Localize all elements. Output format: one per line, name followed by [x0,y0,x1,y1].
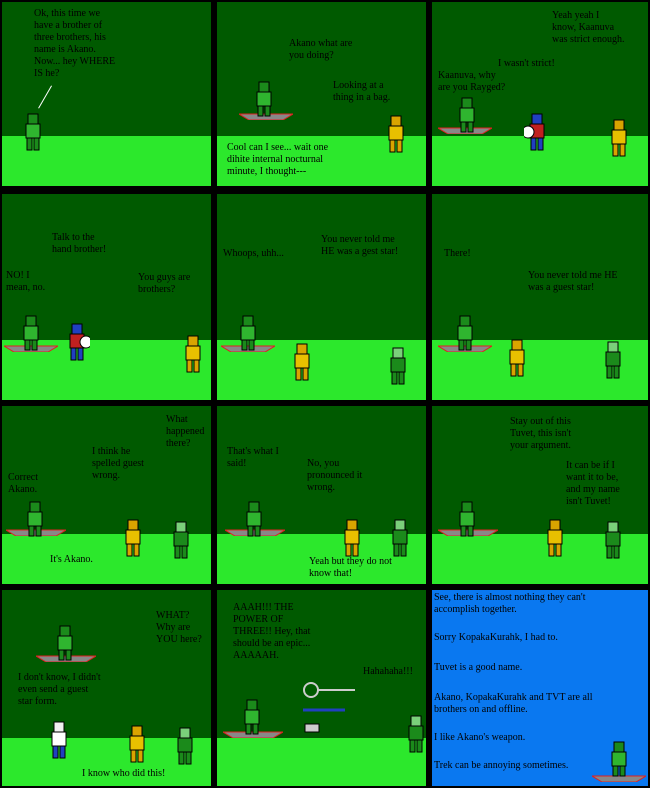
blue-figure [69,323,90,361]
akano-figure [23,315,39,351]
akano-figure [244,699,260,735]
note-weapon: I like Akano's weapon. [434,732,526,743]
speech-talk-hand: Talk to the hand brother! [52,232,107,255]
green-robot-figure [173,521,189,559]
akano-figure [457,315,473,351]
ground [217,738,426,786]
platform [239,113,293,120]
akano-figure [459,97,475,133]
speech-tail [38,85,52,109]
akano-figure [27,501,43,537]
blue-figure [524,113,545,151]
akano-figure [57,625,73,661]
platform [592,775,646,782]
green-robot-figure [605,341,621,379]
green-robot-figure [392,519,408,557]
speech-dont-know: Yeah but they do not know that! [309,556,392,579]
panel-4: Talk to the hand brother! NO! I mean, no… [2,194,211,400]
yellow-figure [547,519,563,557]
speech-looking-bag: Looking at a thing in a bag. [333,80,391,103]
speech-there: There! [444,248,471,259]
panel-1: Ok, this time we have a brother of three… [2,2,211,186]
yellow-figure [509,339,525,377]
speech-what-happened: What happened there? [166,414,205,449]
speech-whoops: Whoops, uhh... [223,248,284,259]
yellow-figure [129,725,145,763]
speech-brothers: You guys are brothers? [138,272,191,295]
yellow-figure [125,519,141,557]
akano-figure [246,501,262,537]
panel-3: Yeah yeah I know, Kaanuva was strict eno… [432,2,648,186]
ground [2,738,211,786]
yellow-figure [294,343,310,381]
panel-2: Akano what are you doing? Looking at a t… [217,2,426,186]
panel-9: Stay out of this Tuvet, this isn't your … [432,406,648,584]
speech-spelled-wrong: I think he spelled guest wrong. [92,446,144,481]
panel-11: AAAH!!! THE POWER OF THREE!! Hey, that s… [217,590,426,786]
speech-not-strict: I wasn't strict! [498,58,555,69]
platform [438,345,492,352]
platform [4,345,58,352]
speech-know-who: I know who did this! [82,768,166,779]
ground [217,534,426,584]
speech-yeah-yeah: Yeah yeah I know, Kaanuva was strict eno… [552,10,625,45]
panel-12: See, there is almost nothing they can't … [432,590,648,786]
yellow-figure [388,115,404,153]
akano-figure [256,81,272,117]
speech-what-why: WHAT? Why are YOU here? [156,610,202,645]
panel-7: What happened there? I think he spelled … [2,406,211,584]
platform [223,731,283,738]
note-tuvet: Tuvet is a good name. [434,662,523,673]
speech-power-of-three: AAAH!!! THE POWER OF THREE!! Hey, that s… [233,602,311,661]
panel-8: That's what I said! No, you pronounced i… [217,406,426,584]
speech-hahahaha: Hahahaha!!! [363,666,413,677]
yellow-figure [344,519,360,557]
speech-cool-can-i: Cool can I see... wait one dihite intern… [227,142,329,177]
akano-figure [240,315,256,351]
platform [221,345,275,352]
speech-pronounced: No, you pronounced it wrong. [307,458,363,493]
green-robot-figure [408,715,424,753]
green-robot-figure [605,521,621,559]
speech-correct-akano: Correct Akano. [8,472,38,495]
white-figure [51,721,67,759]
green-robot-figure [390,347,406,385]
note-epic: See, there is almost nothing they can't … [434,592,586,615]
speech-dont-know: I don't know, I didn't even send a guest… [18,672,101,707]
note-sorry: Sorry KopakaKurahk, I had to. [434,632,558,643]
akano-figure [459,501,475,537]
speech-thats-what: That's what I said! [227,446,279,469]
yellow-figure [185,335,201,373]
panel-5: Whoops, uhh... You never told me HE was … [217,194,426,400]
speech-its-akano: It's Akano. [50,554,93,565]
yellow-figure [611,119,627,157]
green-robot-figure [177,727,193,765]
speech-gest-star: You never told me HE was a gest star! [321,234,399,257]
speech-stay-out: Stay out of this Tuvet, this isn't your … [510,416,572,451]
panel-10: WHAT? Why are YOU here? I don't know, I … [2,590,211,786]
note-brothers: Akano, KopakaKurahk and TVT are all brot… [434,692,593,715]
speech-kaanuva-why: Kaanuva, why are you Rayged? [438,70,506,93]
speech-guest-star: You never told me HE was a guest star! [528,270,618,293]
caption: Ok, this time we have a brother of three… [34,8,116,79]
weapon-icon [303,682,355,733]
akano-figure [25,113,41,151]
note-trek: Trek can be annoying sometimes. [434,760,569,771]
panel-6: There! You never told me HE was a guest … [432,194,648,400]
speech-no-i-mean: NO! I mean, no. [6,270,46,293]
akano-figure [611,741,627,777]
speech-akano-what: Akano what are you doing? [289,38,353,61]
speech-it-can-be: It can be if I want it to be, and my nam… [566,460,620,507]
